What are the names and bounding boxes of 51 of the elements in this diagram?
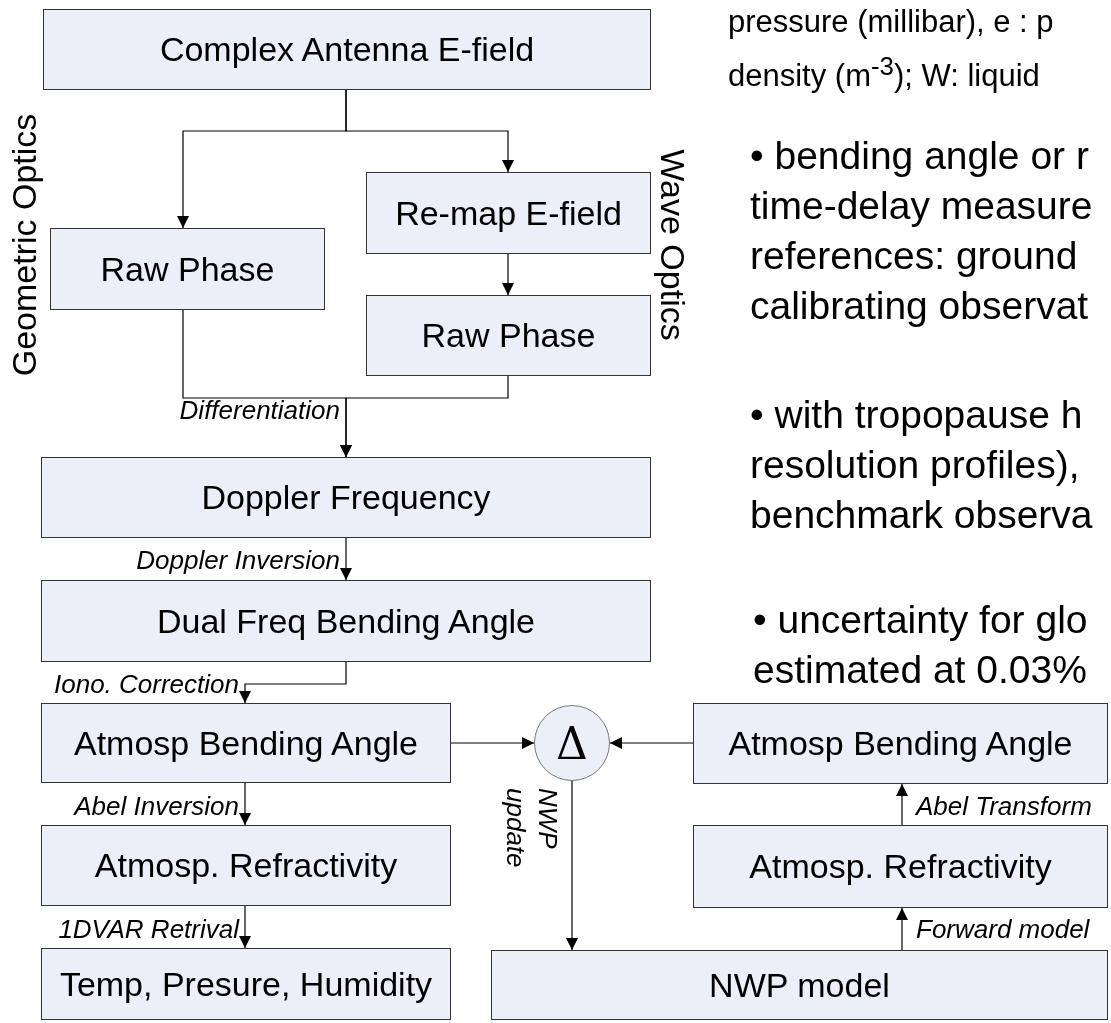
edge-label: Differentiation bbox=[179, 395, 340, 425]
process-box bbox=[366, 295, 651, 376]
box-label: Atmosp Bending Angle bbox=[74, 723, 418, 763]
arrow bbox=[896, 783, 908, 826]
box-label: Atmosp Bending Angle bbox=[728, 724, 1073, 763]
box-label: Complex Antenna E-field bbox=[159, 30, 535, 69]
edge-label: 1DVAR Retrival bbox=[58, 914, 239, 944]
process-box bbox=[50, 228, 325, 310]
arrow bbox=[450, 737, 535, 749]
edge-label: Abel Transform bbox=[916, 791, 1092, 821]
arrow bbox=[340, 375, 509, 458]
process-box bbox=[43, 9, 651, 90]
box-label: Doppler Frequency bbox=[201, 478, 491, 517]
box-label: NWP model bbox=[709, 965, 890, 1005]
process-box bbox=[693, 703, 1108, 784]
note-text: • with tropopause h resolution profiles), benchmark observa bbox=[750, 392, 1094, 538]
box-label: Raw Phase bbox=[421, 316, 596, 355]
edge-label: Doppler Inversion bbox=[136, 545, 340, 575]
process-box bbox=[491, 950, 1108, 1020]
arrow bbox=[239, 661, 347, 704]
arrow bbox=[239, 905, 251, 949]
note-text: pressure (millibar), e : p density (m$^{-3}$); W: liquid bbox=[728, 3, 1055, 96]
arrow bbox=[896, 907, 908, 951]
box-label: Atmosp. Refractivity bbox=[94, 846, 398, 885]
process-box bbox=[41, 580, 651, 662]
note-text: • bending angle or r time-delay measure references: ground calibrating observat bbox=[750, 133, 1094, 329]
box-label: Temp, Presure, Humidity bbox=[59, 964, 433, 1004]
arrow bbox=[340, 537, 352, 581]
arrow bbox=[566, 780, 578, 951]
process-box bbox=[41, 825, 451, 906]
edge-label: Iono. Correction bbox=[54, 669, 239, 699]
arrow bbox=[239, 782, 251, 826]
box-label: Dual Freq Bending Angle bbox=[156, 601, 535, 641]
edge-label: NWP update bbox=[500, 788, 564, 870]
edge-label: Forward model bbox=[916, 914, 1090, 944]
arrow bbox=[502, 253, 514, 296]
box-label: Re-map E-field bbox=[395, 193, 622, 233]
process-box bbox=[366, 172, 651, 254]
box-label: Atmosp. Refractivity bbox=[749, 847, 1052, 886]
section-label: Wave Optics bbox=[655, 149, 691, 341]
delta-symbol: Δ bbox=[556, 717, 588, 769]
edge-label: Abel Inversion bbox=[74, 791, 239, 821]
box-label: Raw Phase bbox=[100, 249, 275, 289]
process-box bbox=[41, 703, 451, 783]
arrow bbox=[345, 89, 514, 173]
arrow bbox=[609, 737, 694, 749]
section-label: Geometric Optics bbox=[6, 113, 42, 377]
process-box bbox=[693, 825, 1108, 908]
note-text: • uncertainty for glo estimated at 0.03% bbox=[753, 597, 1089, 693]
process-box bbox=[41, 457, 651, 538]
process-box bbox=[41, 948, 451, 1020]
